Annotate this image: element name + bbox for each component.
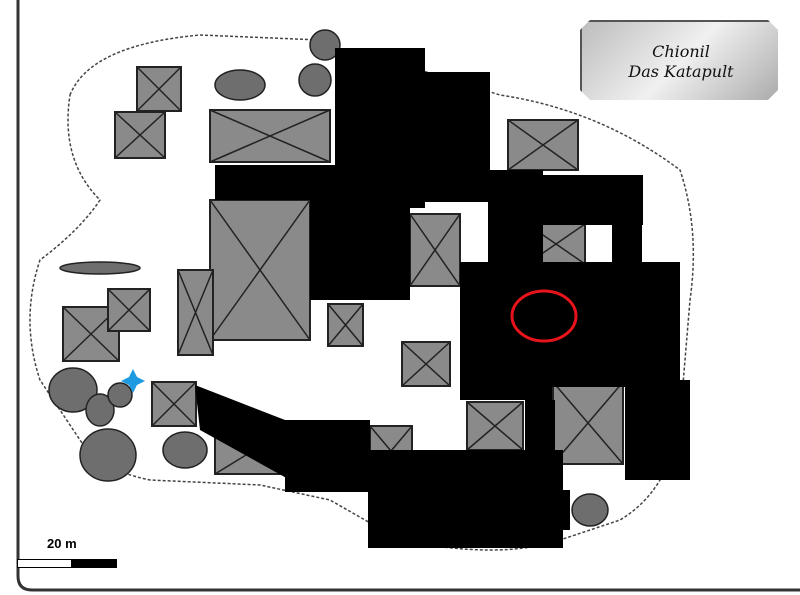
map-title-line2: Das Katapult bbox=[628, 62, 734, 81]
island-outline bbox=[29, 34, 695, 551]
rock bbox=[309, 29, 341, 61]
building bbox=[401, 341, 451, 387]
redaction-block bbox=[612, 222, 642, 262]
rock bbox=[162, 431, 208, 469]
building bbox=[151, 381, 197, 427]
building bbox=[107, 288, 151, 332]
rock bbox=[214, 69, 266, 101]
map-frame bbox=[16, 0, 800, 592]
redaction-block bbox=[400, 490, 570, 530]
rock bbox=[298, 63, 332, 97]
redaction-block bbox=[460, 262, 680, 387]
scale-label: 20 m bbox=[47, 536, 77, 551]
blue-location-marker bbox=[121, 369, 145, 393]
redaction-block bbox=[310, 195, 410, 300]
target-circle-marker bbox=[510, 289, 578, 343]
scale-bar-graphic bbox=[17, 559, 117, 568]
rock bbox=[59, 261, 141, 275]
rocks bbox=[48, 29, 609, 527]
map-title-plaque: Chionil Das Katapult bbox=[580, 20, 778, 100]
building bbox=[177, 269, 214, 356]
rock bbox=[85, 393, 115, 427]
building bbox=[466, 401, 524, 451]
redaction-block bbox=[460, 385, 552, 400]
redaction-block bbox=[215, 165, 425, 200]
building bbox=[552, 381, 624, 465]
building bbox=[209, 109, 331, 163]
rock bbox=[571, 493, 609, 527]
redaction-block bbox=[195, 385, 370, 480]
map-title-line1: Chionil bbox=[652, 42, 710, 61]
redaction-block bbox=[543, 175, 643, 225]
building bbox=[114, 111, 166, 159]
building bbox=[209, 199, 311, 341]
building bbox=[136, 66, 182, 112]
redaction-block bbox=[625, 380, 690, 480]
redaction-block bbox=[425, 72, 490, 202]
rock bbox=[79, 428, 137, 482]
building bbox=[409, 213, 461, 287]
building bbox=[327, 303, 364, 347]
redacted-areas bbox=[195, 48, 690, 548]
rock bbox=[107, 382, 133, 408]
rock bbox=[48, 367, 98, 413]
building bbox=[507, 119, 579, 171]
